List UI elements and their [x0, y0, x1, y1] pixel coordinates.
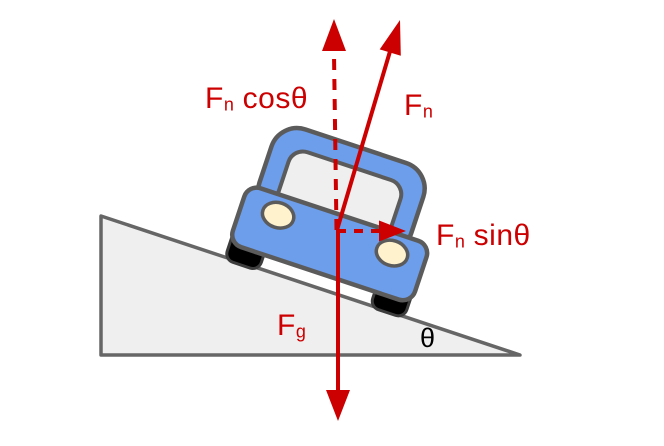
fn-cos-label: Fn cosθ: [205, 82, 308, 115]
fn-cos-arrowhead: [322, 19, 346, 51]
fn-sin-label: Fn sinθ: [436, 219, 531, 252]
fn-sin-subscript: n: [454, 231, 465, 252]
fn-subscript: n: [422, 101, 433, 122]
theta-angle-label: θ: [420, 323, 436, 353]
fg-symbol: F: [277, 309, 296, 342]
fn-cos-symbol: F: [205, 82, 224, 115]
fn-cos-subscript: n: [223, 94, 234, 115]
car-left-headlight: [260, 200, 296, 230]
fg-label: Fg: [277, 309, 306, 342]
fn-sin-suffix: sinθ: [464, 219, 531, 252]
car-right-headlight: [374, 238, 410, 268]
fn-cos-vector-line: [332, 53, 339, 231]
fg-subscript: g: [295, 321, 306, 342]
fn-sin-arrowhead: [379, 220, 406, 242]
car-icon: [225, 125, 430, 318]
fg-arrowhead: [326, 390, 350, 421]
fn-sin-symbol: F: [436, 219, 455, 252]
fn-label: Fn: [404, 89, 433, 122]
fn-arrowhead: [379, 20, 401, 56]
fn-cos-suffix: cosθ: [233, 82, 309, 115]
fn-symbol: F: [404, 89, 423, 122]
incline-triangle: [99, 214, 522, 357]
fn-vector-line: [335, 47, 393, 231]
